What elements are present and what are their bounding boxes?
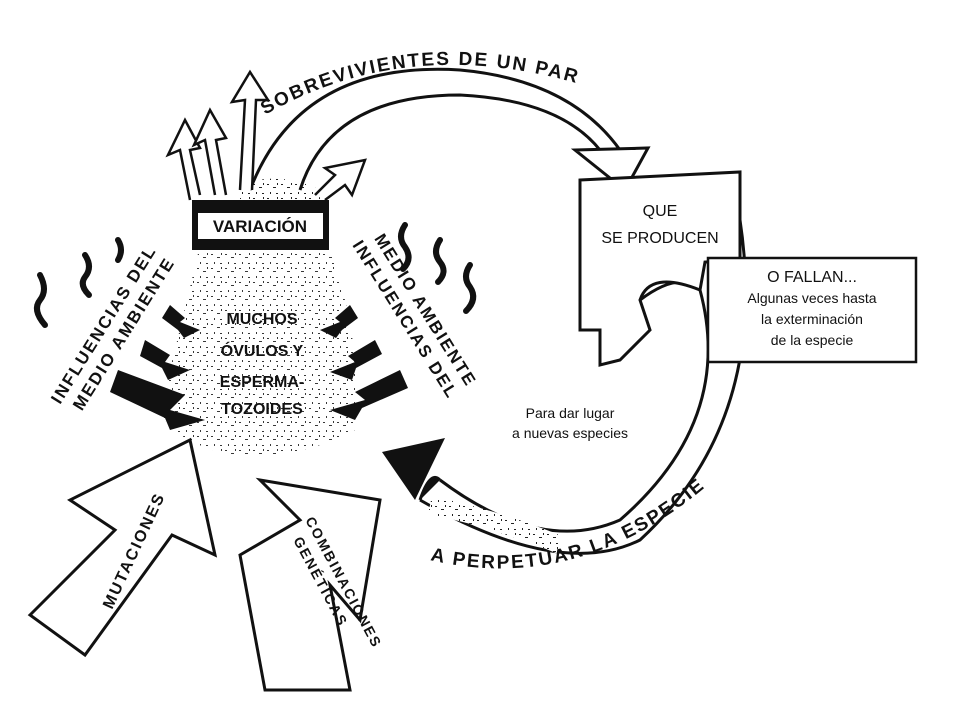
center-line-2: ÓVULOS Y: [221, 341, 304, 360]
fallan-title: O FALLAN...: [767, 269, 857, 286]
influence-arrows: [110, 305, 408, 430]
producen-box: [578, 170, 742, 367]
environment-squiggles: [33, 222, 477, 328]
fallan-line-2: la exterminación: [761, 311, 863, 327]
fallan-line-3: de la especie: [771, 332, 854, 348]
center-line-1: MUCHOS: [226, 311, 297, 328]
fallan-line-1: Algunas veces hasta: [747, 290, 876, 306]
variation-label: VARIACIÓN: [213, 217, 307, 236]
center-line-3: ESPERMA-: [220, 374, 304, 391]
center-line-4: TOZOIDES: [221, 401, 303, 418]
upward-arrows: [165, 69, 367, 201]
variation-box: [192, 200, 329, 250]
fallan-box: [706, 256, 918, 364]
para-line-1: Para dar lugar: [526, 405, 615, 421]
que-label: QUE: [643, 203, 678, 220]
para-line-2: a nuevas especies: [512, 425, 628, 441]
combinations-arrow: [238, 477, 382, 692]
se-producen-label: SE PRODUCEN: [601, 230, 718, 247]
mutations-arrow: [27, 437, 218, 658]
gamete-cloud: [160, 178, 357, 456]
